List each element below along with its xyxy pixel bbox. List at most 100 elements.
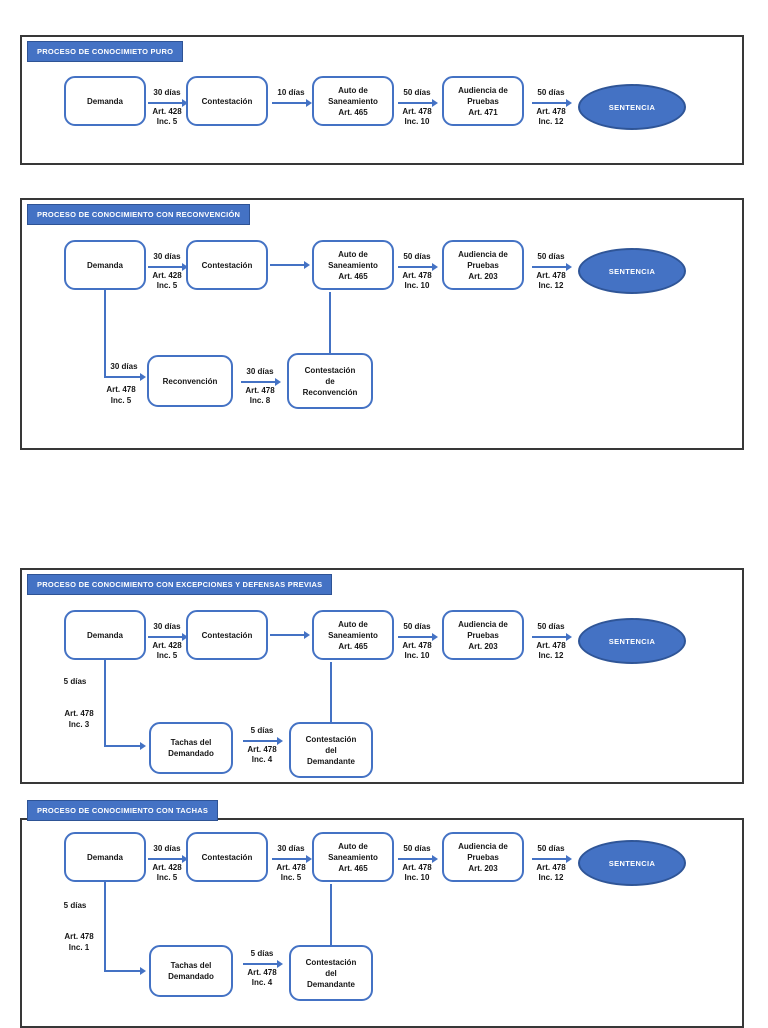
node-contestacion-reconvencion: Contestación de Reconvención (287, 353, 373, 409)
node-audiencia-pruebas: Audiencia de Pruebas Art. 203 (442, 240, 524, 290)
connector-line (330, 662, 332, 722)
node-label: Contestación (305, 734, 357, 744)
node-label: Auto de (338, 619, 368, 629)
node-label: Art. 465 (338, 863, 368, 873)
node-label: Tachas del (170, 961, 212, 970)
edge-label: Inc. 3 (68, 720, 90, 729)
edge-audiencia-sentencia: 50 días Art. 478 Inc. 12 (524, 844, 578, 883)
edge-label: 50 días (537, 252, 565, 261)
node-label: Art. 465 (338, 641, 368, 651)
edge-auto-audiencia: 50 días Art. 478 Inc. 10 (390, 622, 444, 661)
node-label: Demandado (168, 749, 214, 758)
node-label: Saneamiento (328, 260, 378, 270)
edge-label: Inc. 5 (156, 117, 178, 126)
arrow-right-icon (148, 263, 188, 271)
node-sentencia: SENTENCIA (578, 248, 686, 294)
node-label: Contestación (304, 365, 356, 375)
node-label: Demandado (168, 972, 214, 981)
edge-label: Art. 478 (402, 107, 432, 116)
arrow-right-icon (532, 263, 572, 271)
arrow-right-icon (270, 631, 310, 639)
node-label: SENTENCIA (608, 858, 656, 868)
node-label: Saneamiento (328, 852, 378, 862)
arrow-right-icon (104, 373, 146, 381)
arrow-right-icon (243, 960, 283, 968)
edge-label: Art. 428 (152, 107, 182, 116)
connector-line (104, 660, 106, 747)
connector-line (104, 290, 106, 377)
edge-label: Inc. 5 (156, 873, 178, 882)
arrow-right-icon (532, 99, 572, 107)
edge-label: Inc. 1 (68, 943, 90, 952)
node-label: Contestación (305, 957, 357, 967)
edge-label-block: Art. 478 Inc. 5 (96, 384, 146, 406)
node-contestacion-demandante: Contestación del Demandante (289, 945, 373, 1001)
edge-label: 5 días (250, 949, 274, 958)
edge-label: Art. 428 (152, 641, 182, 650)
node-demanda: Demanda (64, 832, 146, 882)
edge-label: 5 días (250, 726, 274, 735)
node-auto-saneamiento: Auto de Saneamiento Art. 465 (312, 610, 394, 660)
edge-label: Inc. 10 (404, 651, 430, 660)
node-demanda: Demanda (64, 240, 146, 290)
node-sentencia: SENTENCIA (578, 840, 686, 886)
arrow-right-icon (398, 855, 438, 863)
edge-label: Art. 428 (152, 271, 182, 280)
node-contestacion: Contestación (186, 610, 268, 660)
edge-demanda-contestacion: 30 días Art. 428 Inc. 5 (140, 622, 194, 661)
node-contestacion: Contestación (186, 240, 268, 290)
edge-reconvencion-contestacion: 30 días Art. 478 Inc. 8 (233, 367, 287, 406)
edge-label: 5 días (63, 677, 87, 686)
arrow-right-icon (532, 855, 572, 863)
node-label: Art. 203 (468, 863, 498, 873)
node-auto-saneamiento: Auto de Saneamiento Art. 465 (312, 76, 394, 126)
edge-label: Inc. 5 (280, 873, 302, 882)
edge-label: Inc. 12 (538, 281, 564, 290)
edge-label: 50 días (403, 252, 431, 261)
node-auto-saneamiento: Auto de Saneamiento Art. 465 (312, 240, 394, 290)
edge-label: Art. 478 (64, 709, 94, 718)
edge-label: Art. 428 (152, 863, 182, 872)
edge-label: Inc. 8 (249, 396, 271, 405)
connector-line (329, 292, 331, 353)
node-label: Demanda (86, 260, 123, 270)
node-label: Auto de (338, 249, 368, 259)
diagram-title-3: PROCESO DE CONOCIMIENTO CON EXCEPCIONES … (27, 574, 333, 595)
edge-label: 30 días (153, 844, 181, 853)
edge-label: 50 días (537, 88, 565, 97)
node-auto-saneamiento: Auto de Saneamiento Art. 465 (312, 832, 394, 882)
node-contestacion-demandante: Contestación del Demandante (289, 722, 373, 778)
edge-tachas-contestacion: 5 días Art. 478 Inc. 4 (235, 949, 289, 988)
node-label: Tachas del (170, 738, 212, 747)
edge-label: 10 días (277, 88, 305, 97)
node-label: Contestación (201, 260, 253, 270)
node-label: de (325, 376, 335, 386)
edge-label: Inc. 12 (538, 117, 564, 126)
edge-label: Inc. 5 (156, 651, 178, 660)
edge-contestacion-auto: 30 días Art. 478 Inc. 5 (264, 844, 318, 883)
arrow-right-icon (270, 261, 310, 269)
edge-label: Art. 478 (402, 271, 432, 280)
node-reconvencion: Reconvención (147, 355, 233, 407)
arrow-right-icon (104, 967, 146, 975)
edge-label: Art. 478 (536, 107, 566, 116)
edge-label: Inc. 10 (404, 873, 430, 882)
node-label: Audiencia de (458, 249, 508, 259)
node-label: Contestación (201, 852, 253, 862)
node-label: Saneamiento (328, 96, 378, 106)
arrow-right-icon (532, 633, 572, 641)
edge-label: Inc. 12 (538, 873, 564, 882)
edge-demanda-contestacion: 30 días Art. 428 Inc. 5 (140, 844, 194, 883)
diagram-frame-3 (20, 568, 744, 784)
arrow-right-icon (398, 633, 438, 641)
node-label: Pruebas (467, 852, 499, 862)
arrow-right-icon (398, 99, 438, 107)
edge-label: Inc. 10 (404, 281, 430, 290)
node-audiencia-pruebas: Audiencia de Pruebas Art. 203 (442, 832, 524, 882)
edge-label: Inc. 12 (538, 651, 564, 660)
diagram-title-4: PROCESO DE CONOCIMIENTO CON TACHAS (27, 800, 219, 821)
edge-auto-audiencia: 50 días Art. 478 Inc. 10 (390, 252, 444, 291)
arrow-right-icon (148, 633, 188, 641)
node-label: Art. 465 (338, 107, 368, 117)
